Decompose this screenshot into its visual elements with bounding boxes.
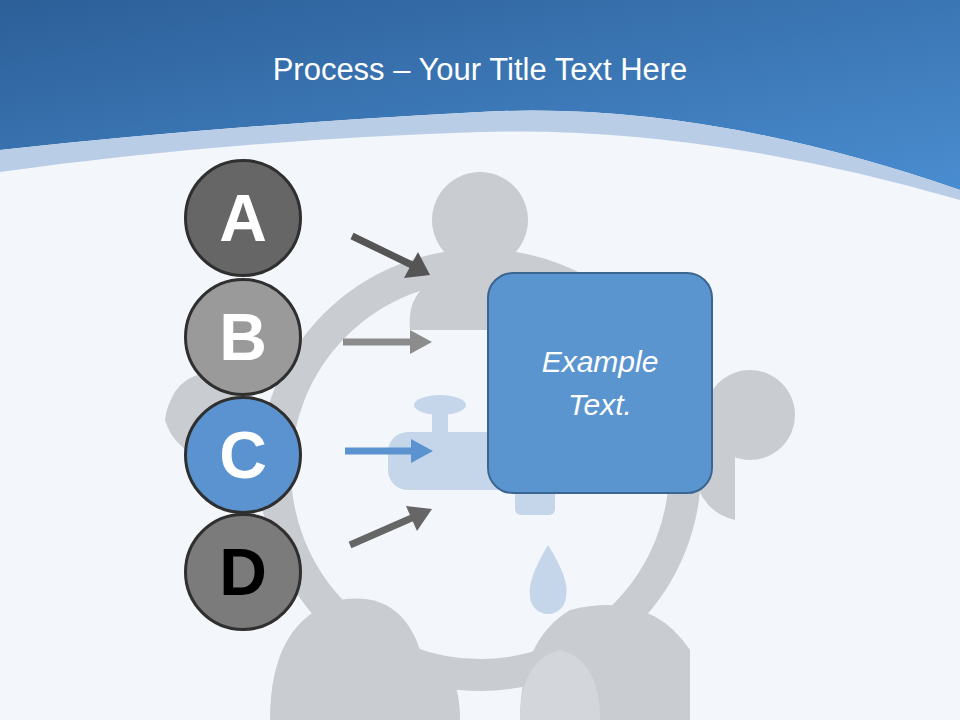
- node-content: Example Text.: [512, 340, 688, 427]
- node-content: C: [219, 422, 267, 488]
- letter-circle: D: [184, 513, 302, 631]
- letter-circle: A: [184, 159, 302, 277]
- letter-circle: C: [184, 396, 302, 514]
- slide-title: Process – Your Title Text Here: [0, 52, 960, 88]
- box-text: Example Text.: [512, 340, 688, 427]
- circle-letter: D: [219, 539, 267, 605]
- circle-letter: A: [219, 185, 267, 251]
- letter-circle: B: [184, 278, 302, 396]
- example-box: Example Text.: [487, 272, 713, 494]
- node-content: A: [219, 185, 267, 251]
- circle-letter: B: [219, 304, 267, 370]
- pointer-arrows: [343, 236, 433, 545]
- node-content: B: [219, 304, 267, 370]
- circle-letter: C: [219, 422, 267, 488]
- node-content: D: [219, 539, 267, 605]
